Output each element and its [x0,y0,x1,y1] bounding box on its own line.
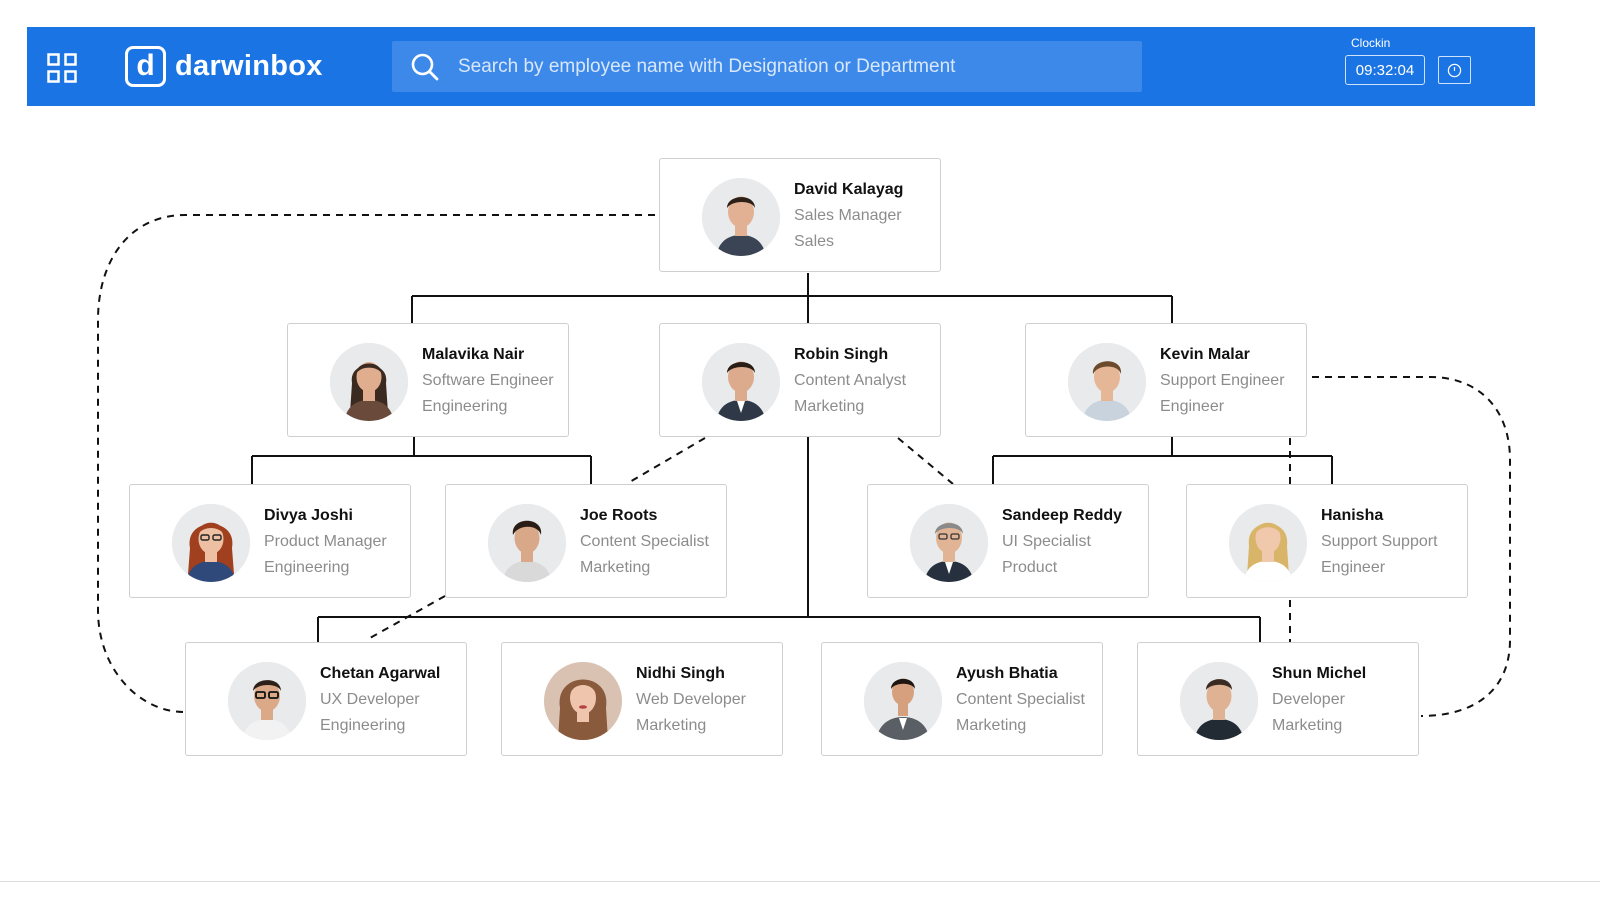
employee-designation: Content Analyst [794,372,907,389]
employee-card-joe-roots[interactable]: Joe Roots Content Specialist Marketing [445,484,727,598]
employee-card-divya-joshi[interactable]: Divya Joshi Product Manager Engineering [129,484,411,598]
employee-department: Marketing [1272,717,1343,734]
top-navigation-bar: d darwinbox Clockin 09:32:04 [27,27,1535,106]
employee-designation: Developer [1272,691,1345,708]
employee-department: Product [1002,559,1058,576]
employee-name: Nidhi Singh [636,665,725,682]
employee-name: Robin Singh [794,346,889,363]
employee-card-hanisha[interactable]: Hanisha Support Support Engineer [1186,484,1468,598]
avatar [702,178,780,256]
brand-mark: d [125,45,166,87]
employee-department: Engineering [422,398,508,415]
avatar [1229,504,1307,582]
employee-name: Chetan Agarwal [320,665,441,682]
avatar [330,343,408,421]
avatar [172,504,250,582]
employee-department: Engineer [1321,559,1386,576]
employee-card-nidhi-singh[interactable]: Nidhi Singh Web Developer Marketing [501,642,783,756]
employee-name: Kevin Malar [1160,346,1250,363]
employee-avatar-icon [1180,662,1258,740]
darwinbox-logo[interactable]: d darwinbox [125,42,323,90]
bottom-divider [0,881,1600,882]
employee-department: Marketing [794,398,865,415]
employee-department: Engineer [1160,398,1225,415]
employee-name: Divya Joshi [264,507,353,524]
employee-designation: UX Developer [320,691,420,708]
avatar [910,504,988,582]
employee-card-robin-singh[interactable]: Robin Singh Content Analyst Marketing [659,323,941,437]
clock-time: 09:32:04 [1345,55,1425,85]
employee-name: Ayush Bhatia [956,665,1058,682]
solid-connectors [251,273,1333,650]
employee-avatar-icon [910,504,988,582]
employee-department: Marketing [580,559,651,576]
employee-designation: Software Engineer [422,372,554,389]
employee-card-sandeep-reddy[interactable]: Sandeep Reddy UI Specialist Product [867,484,1149,598]
avatar [228,662,306,740]
employee-card-chetan-agarwal[interactable]: Chetan Agarwal UX Developer Engineering [185,642,467,756]
apps-grid-icon[interactable] [47,53,77,83]
avatar [544,662,622,740]
employee-name: David Kalayag [794,181,904,198]
employee-designation: UI Specialist [1002,533,1091,550]
clockin-label: Clockin [1351,36,1391,50]
clock-icon [1447,63,1462,77]
employee-avatar-icon [702,178,780,256]
employee-department: Sales [794,233,835,250]
employee-designation: Web Developer [636,691,746,708]
employee-avatar-icon [1068,343,1146,421]
employee-name: Shun Michel [1272,665,1367,682]
brand-name: darwinbox [175,49,323,82]
search-icon[interactable] [410,52,440,82]
employee-department: Marketing [956,717,1027,734]
avatar [488,504,566,582]
employee-name: Sandeep Reddy [1002,507,1123,524]
employee-search-bar [392,40,1142,93]
employee-avatar-icon [864,662,942,740]
employee-department: Engineering [320,717,406,734]
dashed-connectors [97,214,1511,717]
employee-designation: Content Specialist [956,691,1085,708]
employee-designation: Support Support [1321,533,1438,550]
employee-avatar-icon [228,662,306,740]
employee-name: Malavika Nair [422,346,525,363]
employee-department: Marketing [636,717,707,734]
employee-card-kevin-malar[interactable]: Kevin Malar Support Engineer Engineer [1025,323,1307,437]
employee-name: Joe Roots [580,507,658,524]
employee-card-shun-michel[interactable]: Shun Michel Developer Marketing [1137,642,1419,756]
employee-designation: Product Manager [264,533,387,550]
employee-card-malavika-nair[interactable]: Malavika Nair Software Engineer Engineer… [287,323,569,437]
employee-card-ayush-bhatia[interactable]: Ayush Bhatia Content Specialist Marketin… [821,642,1103,756]
avatar [1068,343,1146,421]
avatar [1180,662,1258,740]
avatar [864,662,942,740]
employee-avatar-icon [702,343,780,421]
employee-avatar-icon [488,504,566,582]
employee-avatar-icon [172,504,250,582]
employee-designation: Content Specialist [580,533,709,550]
avatar [702,343,780,421]
employee-name: Hanisha [1321,507,1384,524]
employee-avatar-icon [1229,504,1307,582]
employee-avatar-icon [544,662,622,740]
employee-avatar-icon [330,343,408,421]
employee-designation: Support Engineer [1160,372,1285,389]
clockin-button[interactable] [1438,56,1471,84]
employee-card-david-kalayag[interactable]: David Kalayag Sales Manager Sales [659,158,941,272]
search-input[interactable] [440,40,1142,93]
employee-department: Engineering [264,559,350,576]
employee-designation: Sales Manager [794,207,902,224]
